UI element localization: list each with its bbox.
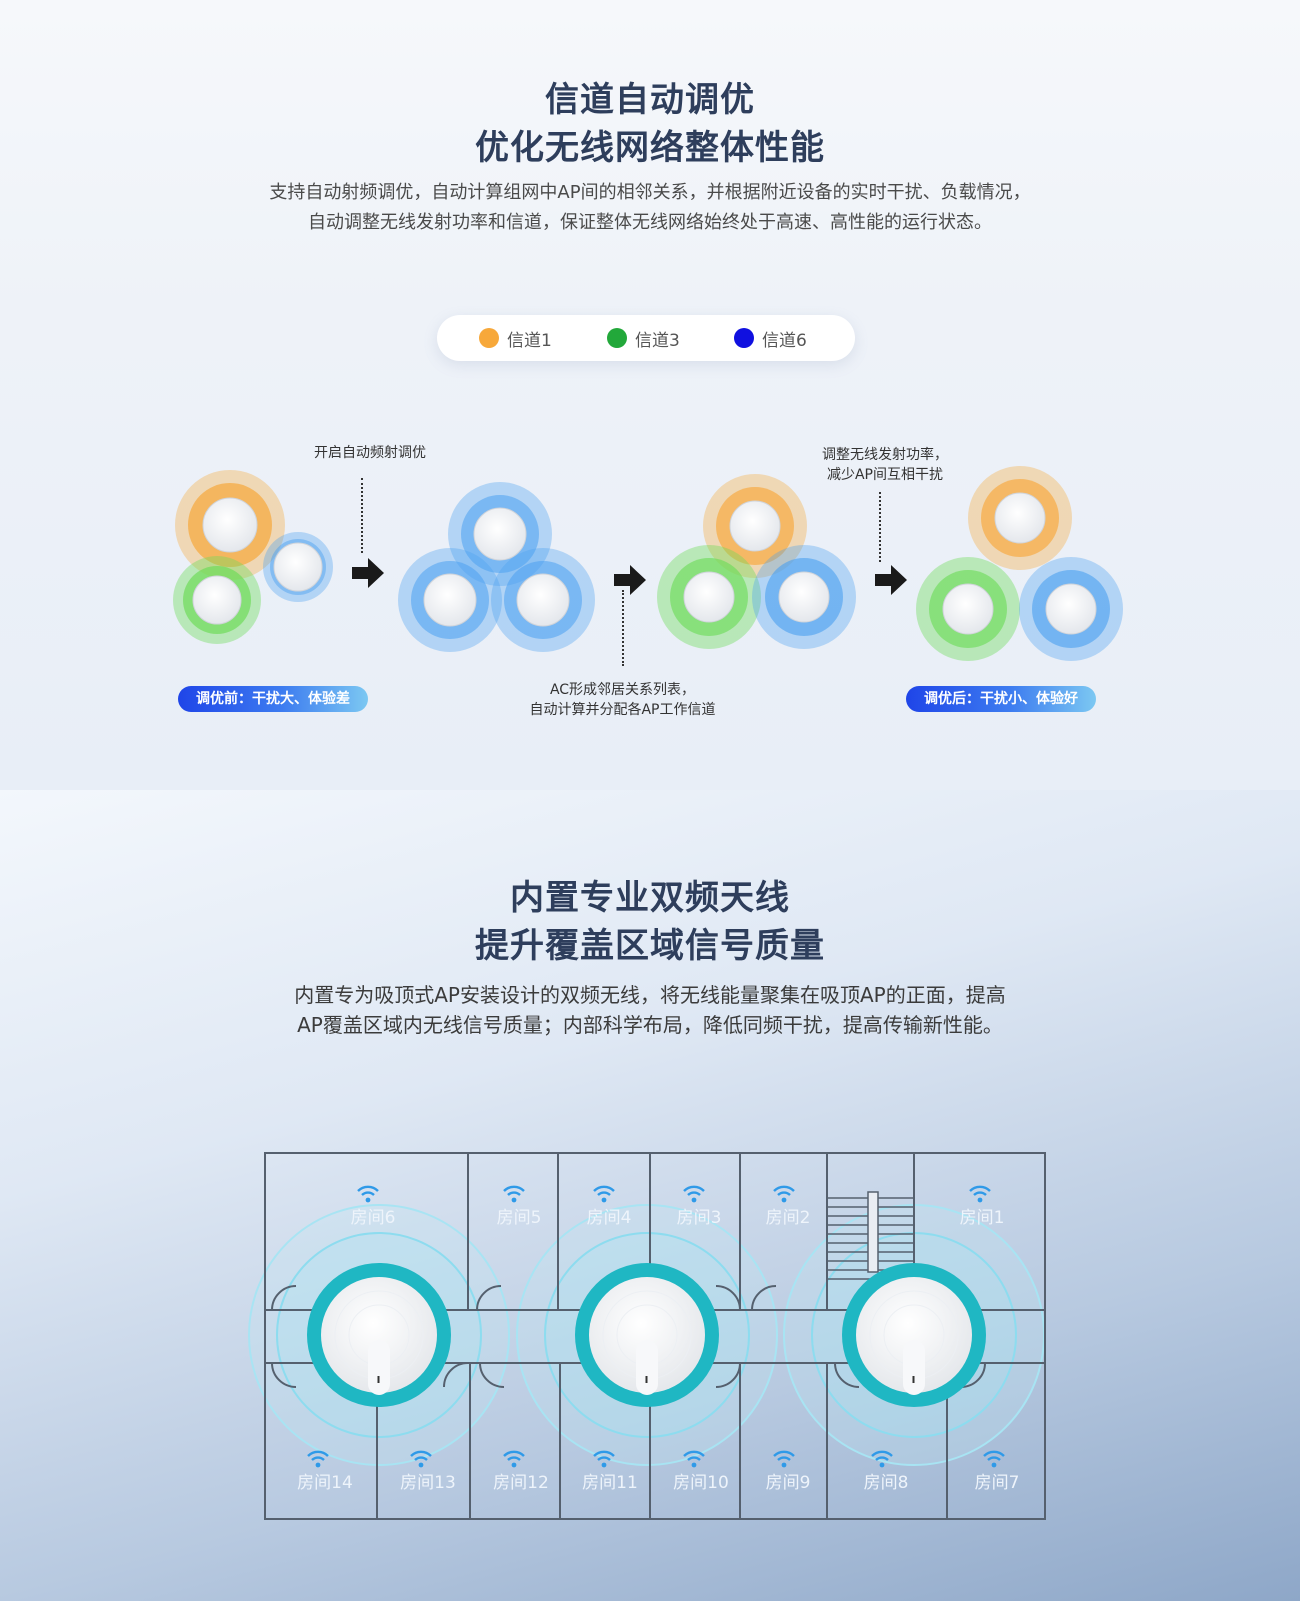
room-label: 房间2 [765,1208,811,1228]
access-points [307,1263,986,1407]
section1-title-line1: 信道自动调优 [545,80,755,120]
stairs [827,1191,914,1280]
room-label: 房间13 [400,1473,456,1493]
ap-left [307,1263,451,1407]
note-adjust-power-line1: 调整无线发射功率， [822,447,948,463]
ap-center [575,1263,719,1407]
note-adjust-power: 调整无线发射功率， 减少AP间互相干扰 [800,445,970,485]
ap-right [842,1263,986,1407]
room-label: 房间11 [582,1473,638,1493]
wifi-icon [593,1450,615,1468]
room-label: 房间6 [350,1208,396,1228]
wifi-icon [983,1450,1005,1468]
note-neighbor-list: AC形成邻居关系列表， 自动计算并分配各AP工作信道 [500,680,745,720]
room-label: 房间1 [959,1208,1005,1228]
wifi-icon [503,1185,525,1203]
dotted-leader [879,492,881,562]
channel-tuning-diagram [173,466,1123,661]
wifi-icon [307,1450,329,1468]
room-label: 房间10 [673,1473,729,1493]
arrow-right-icon [352,558,384,588]
section1-title-line2: 优化无线网络整体性能 [475,128,825,168]
legend-label: 信道3 [635,330,680,351]
wifi-icon [683,1185,705,1203]
badge-after-tuning: 调优后：干扰小、体验好 [906,686,1096,712]
wifi-icon [871,1450,893,1468]
dotted-leader [361,478,363,553]
note-adjust-power-line2: 减少AP间互相干扰 [826,467,944,483]
note-enable-tuning: 开启自动频射调优 [314,445,426,461]
wifi-icon [410,1450,432,1468]
wifi-icon [773,1450,795,1468]
channel-tuning-section: 信道自动调优 优化无线网络整体性能 支持自动射频调优，自动计算组网中AP间的相邻… [0,0,1300,790]
ap-group-before [173,470,333,644]
note-neighbor-list-line1: AC形成邻居关系列表， [549,682,696,698]
legend-label: 信道6 [762,330,807,351]
room-label: 房间8 [863,1473,909,1493]
legend-label: 信道1 [507,330,552,351]
ap-group-after [916,466,1123,661]
room-label: 房间3 [676,1208,722,1228]
legend-item-channel6: 信道6 [734,315,807,361]
wifi-icon [683,1450,705,1468]
section2-title-line2: 提升覆盖区域信号质量 [475,926,825,966]
room-label: 房间5 [496,1208,542,1228]
section1-desc-line2: 自动调整无线发射功率和信道，保证整体无线网络始终处于高速、高性能的运行状态。 [308,212,992,233]
wifi-icon [773,1185,795,1203]
arrow-right-icon [614,565,646,595]
ap-group-assigned [657,474,856,649]
note-neighbor-list-line2: 自动计算并分配各AP工作信道 [529,702,716,718]
dual-band-antenna-section: 内置专业双频天线 提升覆盖区域信号质量 内置专为吸顶式AP安装设计的双频无线，将… [0,790,1300,1601]
orange-dot-icon [479,328,499,348]
room-label: 房间9 [765,1473,811,1493]
green-dot-icon [607,328,627,348]
wifi-icon [593,1185,615,1203]
dotted-leader [622,590,624,666]
section2-desc-line1: 内置专为吸顶式AP安装设计的双频无线，将无线能量聚集在吸顶AP的正面，提高 [294,983,1006,1007]
arrow-right-icon [875,565,907,595]
section2-desc-line2: AP覆盖区域内无线信号质量；内部科学布局，降低同频干扰，提高传输新性能。 [297,1013,1003,1037]
wifi-icon [969,1185,991,1203]
legend-item-channel1: 信道1 [479,315,552,361]
section1-desc-line1: 支持自动射频调优，自动计算组网中AP间的相邻关系，并根据附近设备的实时干扰、负载… [269,182,1031,203]
room-label: 房间7 [974,1473,1020,1493]
ap-group-interference [398,482,595,652]
floor-plan [248,1152,1046,1520]
channel-legend: 信道1 信道3 信道6 [437,315,855,361]
wifi-icon [357,1185,379,1203]
wifi-icon [503,1450,525,1468]
blue-dot-icon [734,328,754,348]
legend-item-channel3: 信道3 [607,315,680,361]
room-label: 房间14 [297,1473,353,1493]
section2-title-line1: 内置专业双频天线 [510,878,790,918]
room-label: 房间4 [586,1208,632,1228]
badge-before-tuning: 调优前：干扰大、体验差 [178,686,368,712]
room-label: 房间12 [493,1473,549,1493]
